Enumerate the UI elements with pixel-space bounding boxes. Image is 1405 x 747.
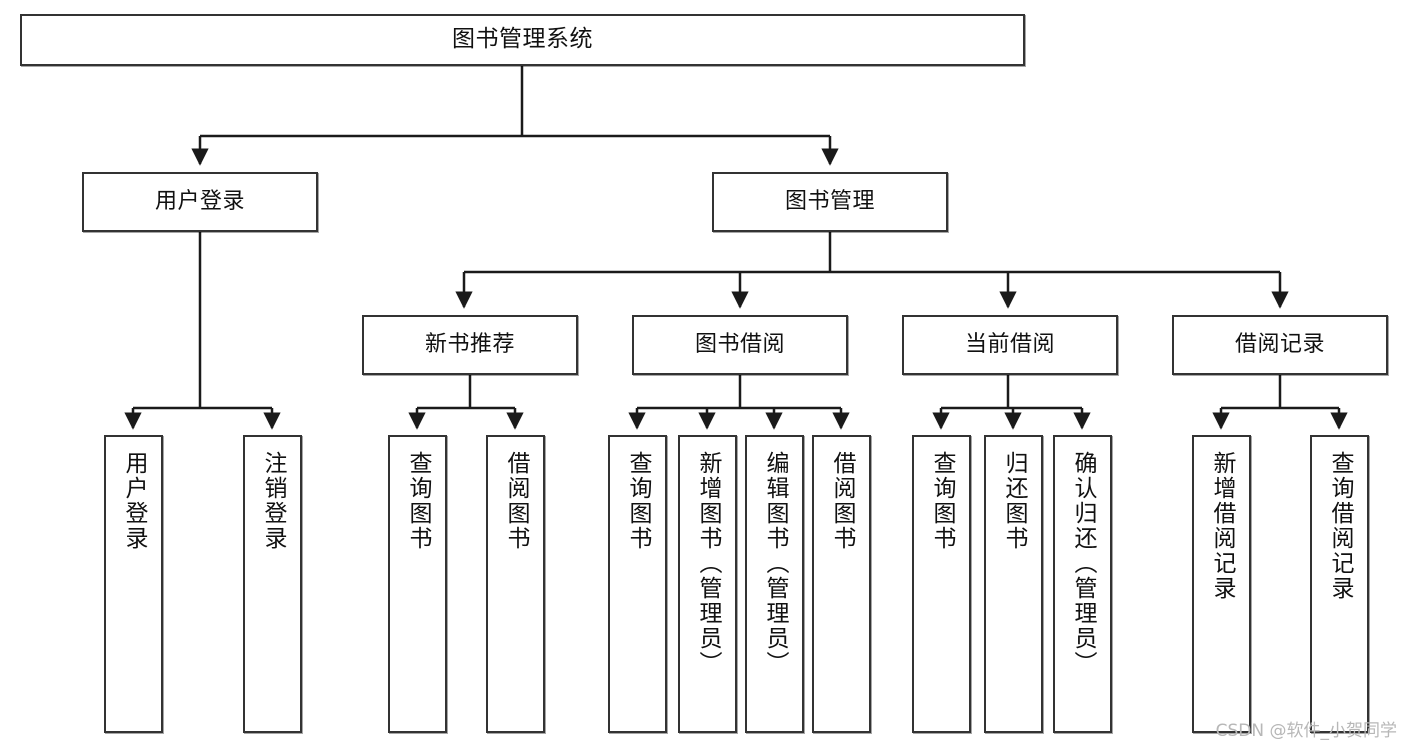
node-leaf-add-book[interactable]: 新增图书（管理员） (678, 435, 737, 733)
node-leaf-borrow-book-2[interactable]: 借阅图书 (812, 435, 871, 733)
node-label: 借阅记录 (1234, 331, 1325, 357)
node-label: 确认归还（管理员） (1070, 451, 1096, 676)
node-leaf-confirm-return[interactable]: 确认归还（管理员） (1053, 435, 1112, 733)
node-borrow-record[interactable]: 借阅记录 (1172, 315, 1388, 375)
node-label: 用户登录 (121, 451, 147, 551)
node-label: 查询图书 (625, 451, 651, 551)
node-leaf-borrow-book-1[interactable]: 借阅图书 (486, 435, 545, 733)
node-label: 新增图书（管理员） (695, 451, 721, 676)
node-leaf-query-book-2[interactable]: 查询图书 (608, 435, 667, 733)
node-current-borrow[interactable]: 当前借阅 (902, 315, 1118, 375)
node-label: 查询图书 (929, 451, 955, 551)
node-leaf-return-book[interactable]: 归还图书 (984, 435, 1043, 733)
node-label: 查询借阅记录 (1327, 451, 1353, 601)
node-label: 新书推荐 (424, 331, 515, 357)
node-label: 编辑图书（管理员） (762, 451, 788, 676)
node-label: 借阅图书 (829, 451, 855, 551)
node-leaf-add-record[interactable]: 新增借阅记录 (1192, 435, 1251, 733)
node-label: 图书管理系统 (452, 26, 593, 53)
node-label: 借阅图书 (503, 451, 529, 551)
node-root-system[interactable]: 图书管理系统 (20, 14, 1025, 66)
node-label: 当前借阅 (964, 331, 1055, 357)
node-new-book-recommend[interactable]: 新书推荐 (362, 315, 578, 375)
node-label: 新增借阅记录 (1209, 451, 1235, 601)
node-label: 注销登录 (260, 451, 286, 551)
node-book-manage[interactable]: 图书管理 (712, 172, 948, 232)
node-label: 查询图书 (405, 451, 431, 551)
node-user-login[interactable]: 用户登录 (82, 172, 318, 232)
node-label: 图书借阅 (694, 331, 785, 357)
node-label: 用户登录 (154, 188, 245, 214)
node-leaf-edit-book[interactable]: 编辑图书（管理员） (745, 435, 804, 733)
watermark-text: CSDN @软件_小贺同学 (1215, 721, 1397, 741)
node-book-borrow[interactable]: 图书借阅 (632, 315, 848, 375)
node-label: 归还图书 (1001, 451, 1027, 551)
node-leaf-logout[interactable]: 注销登录 (243, 435, 302, 733)
node-leaf-user-login[interactable]: 用户登录 (104, 435, 163, 733)
node-label: 图书管理 (784, 188, 875, 214)
node-leaf-query-record[interactable]: 查询借阅记录 (1310, 435, 1369, 733)
node-leaf-query-book-3[interactable]: 查询图书 (912, 435, 971, 733)
node-leaf-query-book-1[interactable]: 查询图书 (388, 435, 447, 733)
